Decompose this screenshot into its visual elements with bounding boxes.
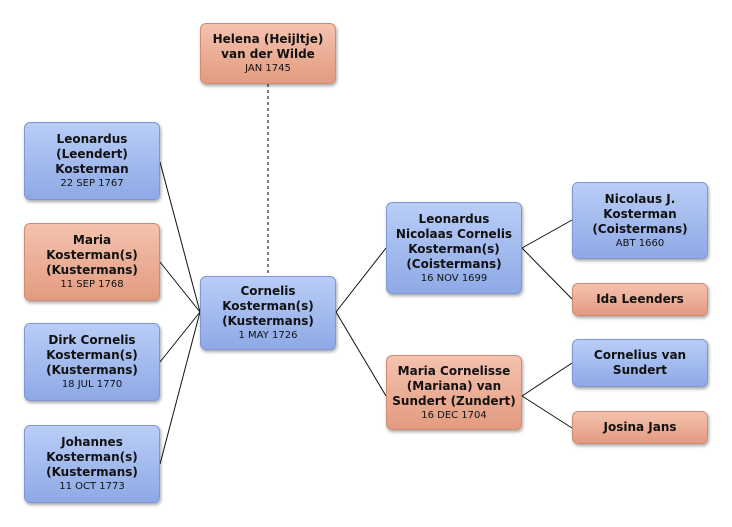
person-date: 16 NOV 1699 [420,272,488,284]
person-ida-leenders[interactable]: Ida Leenders [572,283,708,316]
person-date: 18 JUL 1770 [61,379,123,390]
person-helena-van-der-wilde[interactable]: Helena (Heijltje) van der Wilde JAN 1745 [200,23,336,84]
person-name: Dirk Cornelis Kosterman(s) (Kustermans) [46,333,138,377]
person-leonardus-nicolaas-cornelis-kosterman[interactable]: Leonardus Nicolaas Cornelis Kosterman(s)… [386,202,522,294]
line-maria-kosterman-cornelis [159,261,201,313]
line-leonardus-leendert-cornelis [159,161,201,313]
person-dirk-cornelis-kosterman[interactable]: Dirk Cornelis Kosterman(s) (Kustermans) … [24,323,160,401]
person-name: Leonardus Nicolaas Cornelis Kosterman(s)… [395,211,513,271]
person-johannes-kosterman[interactable]: Johannes Kosterman(s) (Kustermans) 11 OC… [24,425,160,503]
person-name: Johannes Kosterman(s) (Kustermans) [46,435,138,479]
line-leonardus-nicolaas-nicolaus [521,219,573,249]
person-maria-cornelisse-van-sundert[interactable]: Maria Cornelisse (Mariana) van Sundert (… [386,355,522,430]
line-cornelis-leonardus-nicolaas [335,247,387,313]
person-name: Maria Cornelisse (Mariana) van Sundert (… [392,363,516,408]
person-cornelius-van-sundert[interactable]: Cornelius van Sundert [572,339,708,387]
person-leonardus-leendert-kosterman[interactable]: Leonardus (Leendert) Kosterman 22 SEP 17… [24,122,160,200]
line-dirk-cornelis-cornelis [159,311,201,363]
person-date: ABT 1660 [615,237,665,249]
person-name: Maria Kosterman(s) (Kustermans) [46,233,138,277]
person-cornelis-kosterman[interactable]: Cornelis Kosterman(s) (Kustermans) 1 MAY… [200,276,336,350]
person-name: Helena (Heijltje) van der Wilde [212,32,324,61]
person-name: Josina Jans [603,420,677,434]
person-date: 11 SEP 1768 [60,279,124,290]
person-name: Cornelis Kosterman(s) (Kustermans) [222,284,314,328]
person-date: 22 SEP 1767 [60,178,124,189]
person-date: 16 DEC 1704 [421,409,487,421]
person-name: Leonardus (Leendert) Kosterman [55,132,129,176]
person-date: 1 MAY 1726 [238,330,298,341]
person-nicolaus-j-kosterman[interactable]: Nicolaus J. Kosterman (Coistermans) ABT … [572,182,708,259]
line-johannes-cornelis [159,311,201,465]
person-date: 11 OCT 1773 [59,481,125,492]
person-name: Nicolaus J. Kosterman (Coistermans) [592,191,688,236]
person-maria-kosterman[interactable]: Maria Kosterman(s) (Kustermans) 11 SEP 1… [24,223,160,301]
person-date: JAN 1745 [245,63,291,74]
person-josina-jans[interactable]: Josina Jans [572,411,708,444]
line-maria-cornelisse-josina [521,395,573,429]
line-maria-cornelisse-cornelius [521,362,573,397]
line-cornelis-maria-cornelisse [335,311,387,397]
line-leonardus-nicolaas-ida [521,247,573,300]
person-name: Cornelius van Sundert [593,348,687,377]
person-name: Ida Leenders [596,292,684,306]
